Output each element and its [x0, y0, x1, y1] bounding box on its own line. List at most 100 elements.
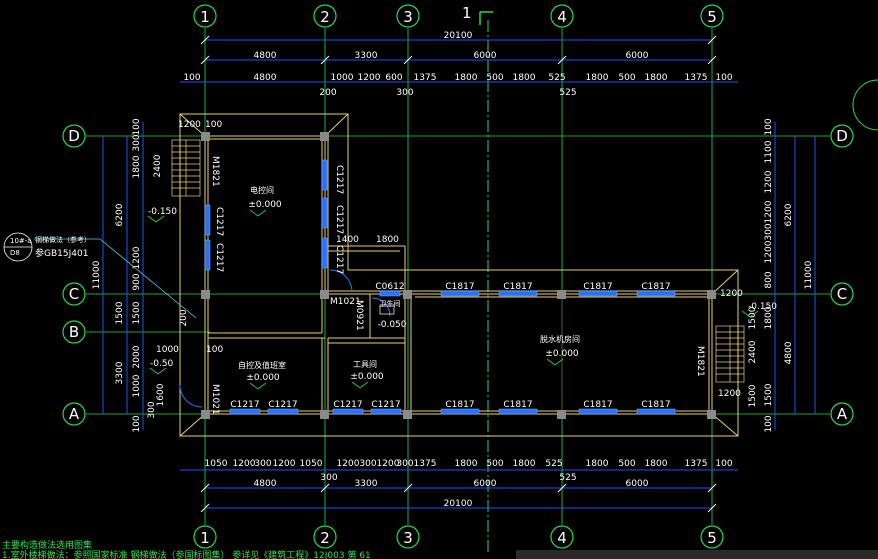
toolbar-fragment [516, 550, 878, 559]
dim-top-3-2: 525 [559, 88, 576, 98]
dim-misc-5: 100 [206, 345, 223, 355]
dim-left-i6: 1500 [132, 301, 142, 324]
dim-top-2-3: 1200 [358, 73, 381, 83]
dim-left-i3: 2400 [153, 154, 163, 177]
dim-top-1-2: 6000 [474, 51, 497, 61]
dim-right-i7: 1800 [764, 306, 774, 329]
window-label-13: C1217 [334, 205, 344, 234]
dim-right-outer: 11000 [804, 260, 814, 289]
dim-misc-4: 1000 [156, 345, 179, 355]
walls [179, 113, 739, 437]
elev-ext-2: -0.50 [150, 359, 174, 369]
columns [201, 132, 716, 419]
dim-top-2-1: 4800 [254, 73, 277, 83]
dim-bot-1-1: 1200 [233, 459, 256, 469]
room-2-elev: ±0.000 [246, 373, 280, 383]
dim-right-i2: 1200 [764, 170, 774, 193]
dim-lines-bottom [180, 469, 738, 509]
door-label-0: M1821 [210, 156, 220, 187]
dim-right-i3: 1200 [764, 200, 774, 223]
dim-misc-6: 1200 [718, 389, 741, 399]
axis-left-D: D [68, 127, 80, 145]
elevation-marks [147, 209, 759, 390]
footer-line1: 主要构造做法选用图集 [2, 539, 92, 551]
dim-top-2-12: 1800 [645, 73, 668, 83]
footer-line2: 1.室外楼梯做法：参照国家标准 钢梯做法（参国标图集） 参详见《建筑工程》12J… [2, 549, 371, 559]
dim-top-1-1: 3300 [355, 51, 378, 61]
dim-right-p1: 4800 [784, 341, 794, 364]
axis-left-A: A [69, 405, 80, 423]
door-label-3: M1021 [330, 297, 361, 307]
edge-circle-fragment [852, 79, 878, 131]
dim-bot-1-18: 100 [715, 459, 732, 469]
dim-bot-1-4: 1050 [300, 459, 323, 469]
window-marks [204, 159, 676, 415]
dim-bot-1-14: 1800 [586, 459, 609, 469]
dim-bot-2-1: 3300 [355, 479, 378, 489]
window-label-1: C1817 [503, 282, 532, 292]
dim-top-3-1: 300 [396, 88, 413, 98]
dim-right-i9: 2400 [748, 340, 758, 363]
dim-top-2-0: 100 [183, 73, 200, 83]
room-1-elev: ±0.000 [248, 200, 282, 210]
dim-bot-1-13: 525 [545, 459, 562, 469]
dim-left-i5: 1200 [132, 246, 142, 269]
axis-left-B: B [69, 323, 79, 341]
axis-bubbles [62, 4, 854, 549]
dim-top-2-10: 1800 [586, 73, 609, 83]
axis-bottom-4: 4 [557, 529, 567, 547]
callout-line1: 钢梯做法（参考） [35, 235, 91, 244]
axis-right-D: D [836, 127, 848, 145]
window-label-16: C1217 [214, 243, 224, 272]
elev-ext-3: -0.150 [748, 302, 777, 312]
dim-bot-1-2: 300 [254, 459, 271, 469]
dim-left-i8: 2000 [132, 345, 142, 368]
dim-bot-1-3: 1200 [273, 459, 296, 469]
window-label-14: C1217 [334, 245, 344, 274]
dim-left-i4: 900 [132, 273, 142, 290]
dim-bot-1-15: 500 [618, 459, 635, 469]
axis-top-5: 5 [707, 8, 717, 26]
window-label-12: C1217 [334, 165, 344, 194]
dim-left-i2: 1800 [132, 155, 142, 178]
window-label-10: C1217 [333, 400, 362, 410]
dim-top-1-3: 6000 [626, 51, 649, 61]
room-3-elev: ±0.000 [350, 372, 384, 382]
window-label-11: C1217 [371, 400, 400, 410]
dim-bot-2-3: 6000 [626, 479, 649, 489]
dim-bot-1-5: 1200 [337, 459, 360, 469]
room-4-name: 脱水机房间 [540, 334, 580, 344]
dim-left-i1: 300 [132, 134, 142, 151]
axis-lines [86, 28, 830, 525]
dim-right-i0: 100 [764, 118, 774, 135]
dim-bot-1-11: 500 [486, 459, 503, 469]
window-label-2: C1817 [583, 282, 612, 292]
dim-bot-1-0: 1050 [205, 459, 228, 469]
dim-misc-1: 100 [205, 120, 222, 130]
dim-top-1-0: 4800 [254, 51, 277, 61]
dim-right-i6: 800 [764, 271, 774, 288]
dim-bot-1-12: 1800 [513, 459, 536, 469]
callout-leader [3, 232, 197, 319]
callout-line2: 参GB15J401 [35, 247, 88, 259]
window-label-9: C1217 [268, 400, 297, 410]
window-label-0: C1817 [445, 282, 474, 292]
dim-lines-top [180, 39, 738, 83]
elev-ext-1: -0.150 [148, 207, 177, 217]
dim-top-2-7: 500 [486, 73, 503, 83]
dim-right-i5: 1200 [764, 240, 774, 263]
dim-left-i9: 1000 [132, 374, 142, 397]
room-1-name: 电控间 [250, 185, 274, 195]
dim-bot-1-8: 300 [396, 459, 413, 469]
window-label-7: C1817 [641, 400, 670, 410]
window-label-15: C1217 [214, 207, 224, 236]
dim-misc-3: 1800 [376, 235, 399, 245]
window-label-6: C1817 [583, 400, 612, 410]
dim-bot-1-10: 1800 [455, 459, 478, 469]
axis-top-4: 4 [557, 8, 567, 26]
axis-top-2: 2 [320, 8, 330, 26]
dim-left-p0: 6200 [115, 203, 125, 226]
dim-top-total: 20100 [444, 31, 473, 41]
dim-lines-left [102, 122, 144, 430]
